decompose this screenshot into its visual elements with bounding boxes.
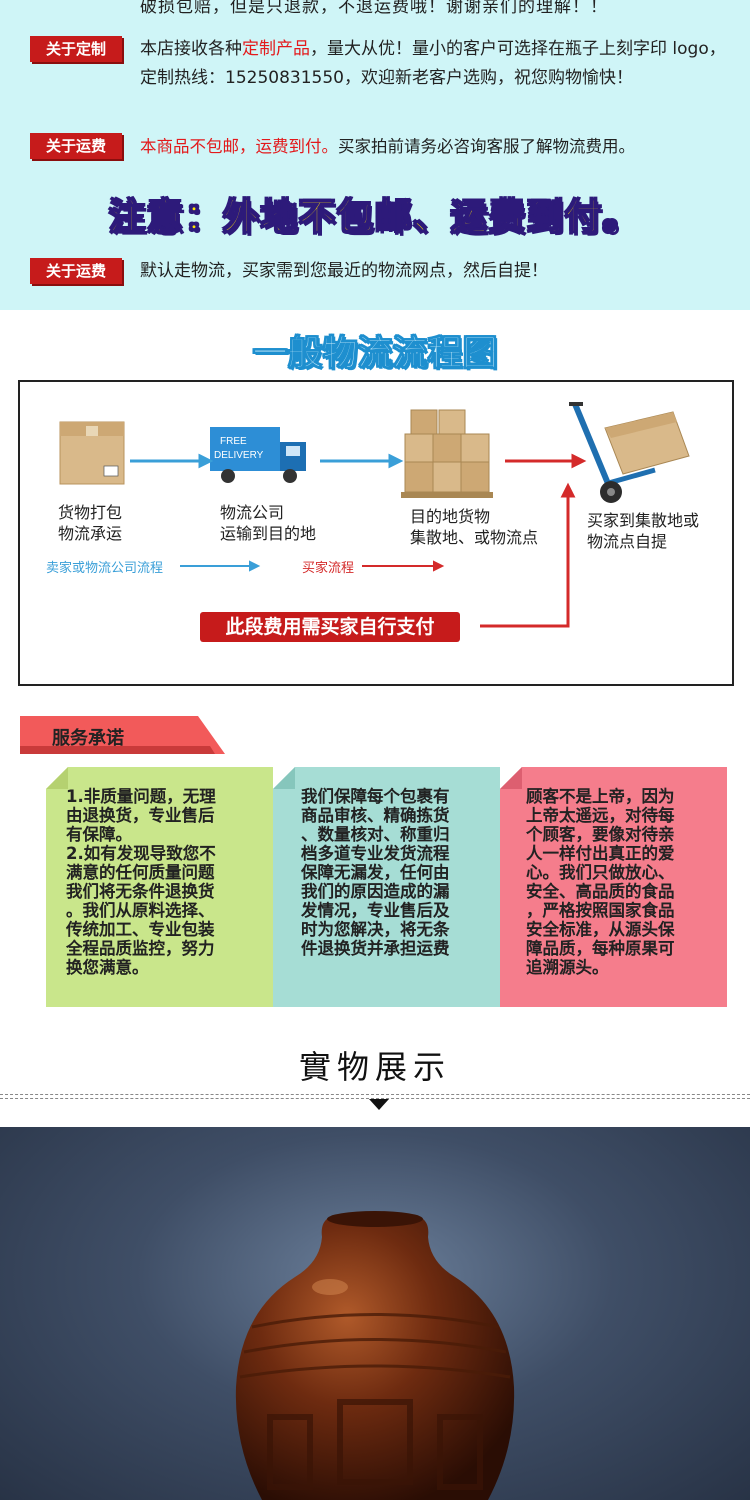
- card-line: 2.如有发现导致您不: [66, 844, 216, 863]
- flow-graphics: FREE DELIVERY: [59, 402, 690, 628]
- step-3-label: 目的地货物集散地、或物流点: [410, 507, 539, 547]
- card-line: 件退换货并承担运费: [301, 939, 450, 958]
- card-line: 保障无漏发，任何由: [301, 863, 450, 882]
- refund-note-text: 破损包赔，但是只退款，不退运费哦！谢谢亲们的理解！！: [140, 0, 608, 17]
- buyer-process-label: 买家流程: [302, 561, 355, 576]
- service-card-quality: 1.非质量问题，无理 由退换货，专业售后 有保障。 2.如有发现导致您不 满意的…: [46, 767, 273, 1007]
- card-line: 时为您解决，将无条: [301, 920, 450, 939]
- flow-arrow-1: [130, 453, 214, 469]
- step-1-label: 货物打包物流承运: [58, 503, 123, 543]
- real-product-title: 實物展示: [298, 1048, 451, 1086]
- custom-text: 本店接收各种定制产品，量大从优！量小的客户可选择在瓶子上刻字印 logo，定制热…: [140, 39, 726, 88]
- service-title: 服务承诺: [52, 728, 124, 749]
- logistics-title: 一般物流流程图: [252, 334, 498, 375]
- step-2-label: 物流公司运输到目的地: [220, 503, 317, 543]
- card-line: 全程品质监控，努力: [66, 939, 215, 958]
- truck-delivery-text: DELIVERY: [214, 450, 264, 461]
- shipping-text: 本商品不包邮，运费到付。买家拍前请务必咨询客服了解物流费用。: [140, 137, 635, 156]
- service-card-shipping: 我们保障每个包裹有 商品审核、精确拣货 、数量核对、称重归 档多道专业发货流程 …: [273, 767, 500, 1007]
- card-line: 安全、高品质的食品: [526, 882, 675, 901]
- stacked-boxes-icon: [401, 409, 493, 498]
- card-line: 有保障。: [66, 825, 132, 844]
- card-line: 由退换货，专业售后: [66, 806, 215, 825]
- shop-notice-section: 破损包赔，但是只退款，不退运费哦！谢谢亲们的理解！！ 关于定制 本店接收各种定制…: [0, 0, 750, 310]
- card-line: 追溯源头。: [526, 958, 609, 977]
- flow-arrow-2: [320, 453, 404, 469]
- card-line: 上帝太遥远，对待每: [526, 806, 675, 825]
- pay-bracket-arrow: [480, 482, 576, 628]
- hand-truck-icon: [569, 402, 690, 503]
- seller-process-label: 卖家或物流公司流程: [46, 561, 164, 576]
- custom-tag: 关于定制: [30, 36, 122, 62]
- step-4-label: 买家到集散地或物流点自提: [587, 511, 700, 551]
- card-line: 个顾客，要像对待亲: [526, 825, 675, 844]
- card-line: 换您满意。: [66, 958, 149, 977]
- truck-free-text: FREE: [220, 436, 247, 447]
- shipping-warning-banner: 注意：外地不包邮、运费到付。: [108, 196, 641, 239]
- buyer-process-arrow: [362, 560, 445, 572]
- card-line: 顾客不是上帝，因为: [526, 787, 675, 806]
- logistics-flow-diagram: FREE DELIVERY: [18, 380, 734, 686]
- card-line: 1.非质量问题，无理: [66, 787, 216, 806]
- card-line: 商品审核、精确拣货: [301, 806, 450, 825]
- card-line: 传统加工、专业包装: [66, 920, 215, 939]
- corner-fold-icon: [273, 767, 295, 789]
- corner-fold-icon: [500, 767, 522, 789]
- triangle-down-icon: [369, 1099, 389, 1110]
- card-line: 心。我们只做放心、: [526, 863, 675, 882]
- package-box-icon: [59, 421, 125, 485]
- card-line: 安全标准，从源头保: [526, 920, 675, 939]
- divider-line: [0, 1098, 750, 1099]
- product-photo: [0, 1127, 750, 1500]
- shipping-tag-2: 关于运费: [30, 258, 122, 284]
- card-line: 满意的任何质量问题: [66, 863, 215, 882]
- card-line: 我们的原因造成的漏: [301, 882, 450, 901]
- buyer-pay-label: 此段费用需买家自行支付: [200, 612, 460, 642]
- card-line: 发情况，专业售后及: [301, 901, 450, 920]
- delivery-truck-icon: FREE DELIVERY: [210, 427, 306, 483]
- flow-arrow-3: [505, 453, 587, 469]
- card-line: 我们保障每个包裹有: [301, 787, 450, 806]
- card-line: 人一样付出真正的爱: [526, 844, 675, 863]
- card-line: 障品质，每种原果可: [526, 939, 675, 958]
- shipping-tag: 关于运费: [30, 133, 122, 159]
- service-card-customer: 顾客不是上帝，因为 上帝太遥远，对待每 个顾客，要像对待亲 人一样付出真正的爱 …: [500, 767, 727, 1007]
- card-line: ，严格按照国家食品: [526, 901, 675, 920]
- card-line: 。我们从原料选择、: [66, 901, 215, 920]
- card-line: 我们将无条件退换货: [66, 882, 215, 901]
- pickup-text: 默认走物流，买家需到您最近的物流网点，然后自提！: [140, 261, 548, 281]
- card-line: 、数量核对、称重归: [301, 825, 450, 844]
- corner-fold-icon: [46, 767, 68, 789]
- service-banner-shape: [20, 716, 225, 754]
- divider-line: [0, 1094, 750, 1095]
- wine-jar-image: [235, 1211, 515, 1500]
- card-line: 档多道专业发货流程: [301, 844, 450, 863]
- seller-process-arrow: [180, 560, 261, 572]
